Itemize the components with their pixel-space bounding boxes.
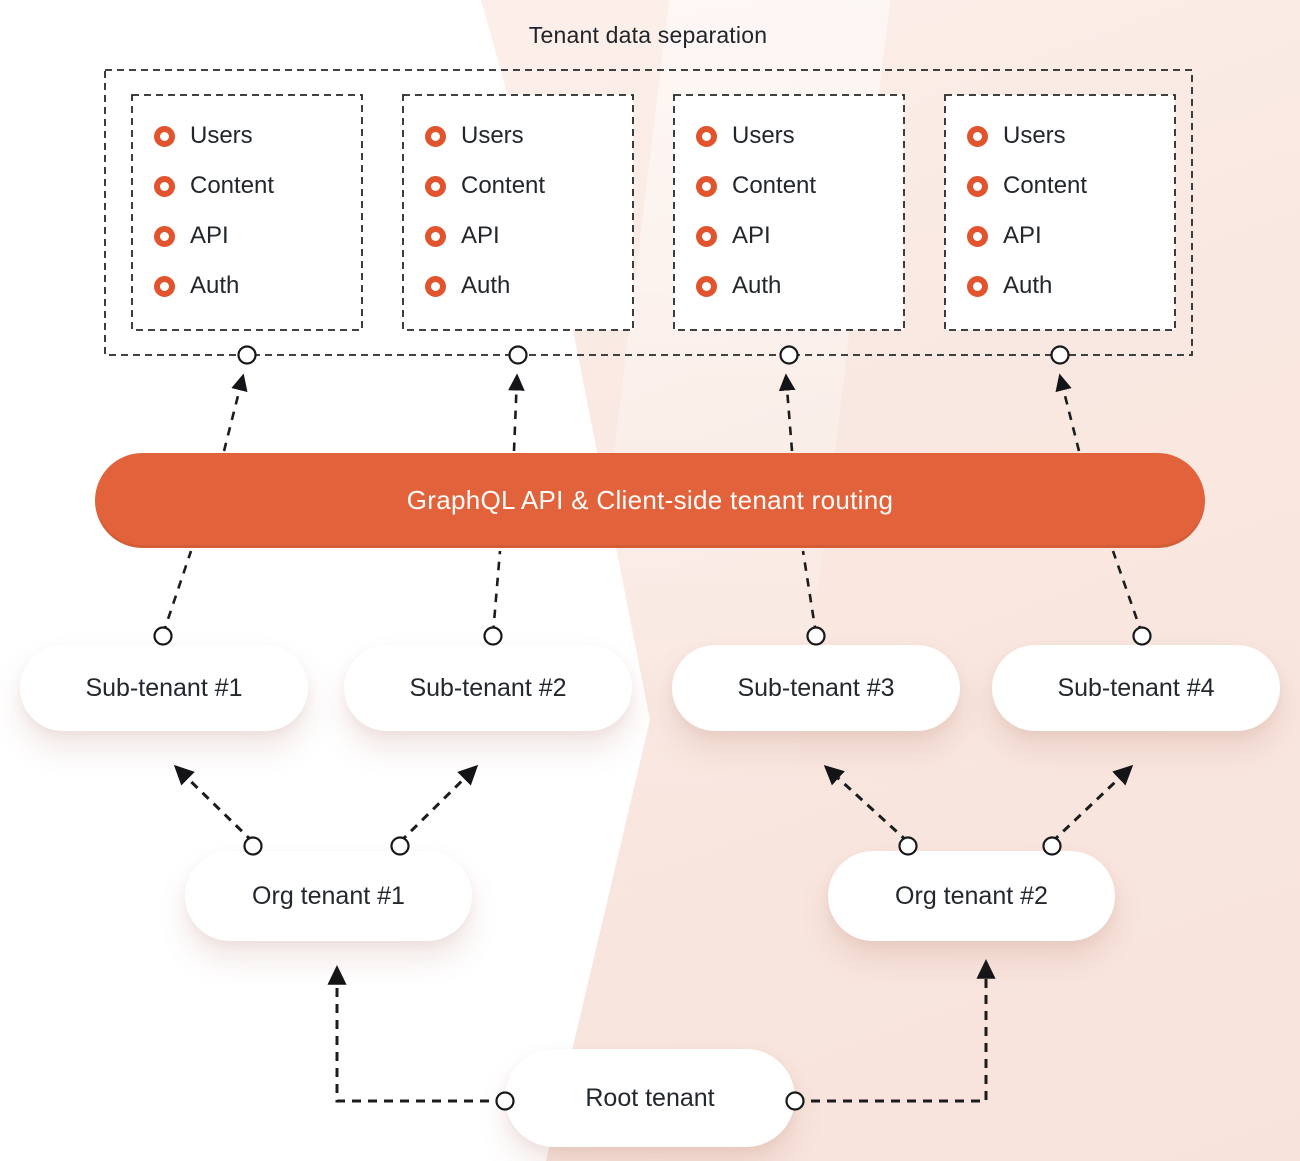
routing-bar: GraphQL API & Client-side tenant routing xyxy=(95,453,1205,548)
bullet-label: Content xyxy=(461,172,546,199)
bullet-icon xyxy=(425,125,446,147)
bullet-icon xyxy=(425,175,446,197)
bullet-label: API xyxy=(190,222,229,249)
root-to-org-arrows xyxy=(327,958,996,1103)
sub-tenant-pill-3: Sub-tenant #3 xyxy=(672,645,960,731)
arrow-org1-to-sub1 xyxy=(173,764,255,844)
list-item: API xyxy=(967,211,1167,261)
list-item: Content xyxy=(967,161,1167,211)
list-item: API xyxy=(696,211,896,261)
bullet-icon xyxy=(967,275,988,297)
list-item: Content xyxy=(696,161,896,211)
bullet-label: Users xyxy=(190,122,253,149)
bullet-icon xyxy=(425,275,446,297)
bullet-icon xyxy=(967,225,988,247)
list-item: Users xyxy=(425,111,625,161)
bullet-icon xyxy=(967,175,988,197)
org-tenant-pill-1: Org tenant #1 xyxy=(185,851,472,941)
sub-tenant-pill-2: Sub-tenant #2 xyxy=(344,645,632,731)
bullet-icon xyxy=(696,125,717,147)
arrow-bar-to-box-3 xyxy=(778,373,796,452)
bullet-icon xyxy=(696,225,717,247)
tenant-box-2-list: Users Content API Auth xyxy=(425,111,625,311)
tenant-data-container-box xyxy=(104,69,1193,356)
sub-tenant-pill-1: Sub-tenant #1 xyxy=(20,645,308,731)
list-item: Content xyxy=(154,161,354,211)
bullet-label: API xyxy=(461,222,500,249)
tenant-box-1-list: Users Content API Auth xyxy=(154,111,354,311)
line-sub1-to-bar xyxy=(161,550,193,635)
subtenant-to-bar-lines xyxy=(161,550,1144,635)
arrow-org2-to-sub4 xyxy=(1050,764,1134,844)
bullet-label: Content xyxy=(190,172,275,199)
bullet-label: Users xyxy=(1003,122,1066,149)
list-item: Auth xyxy=(696,261,896,311)
bullet-icon xyxy=(154,175,175,197)
diagram-title: Tenant data separation xyxy=(528,22,768,48)
bullet-icon xyxy=(154,125,175,147)
list-item: API xyxy=(154,211,354,261)
bullet-label: Auth xyxy=(461,272,511,299)
list-item: Users xyxy=(967,111,1167,161)
bullet-icon xyxy=(425,225,446,247)
list-item: Auth xyxy=(154,261,354,311)
list-item: Auth xyxy=(967,261,1167,311)
list-item: Content xyxy=(425,161,625,211)
bullet-label: Auth xyxy=(1003,272,1053,299)
arrow-root-to-org2 xyxy=(795,958,996,1103)
bullet-icon xyxy=(154,225,175,247)
org-to-subtenant-arrows xyxy=(173,764,1134,844)
list-item: Users xyxy=(696,111,896,161)
bar-to-boxes-arrows xyxy=(222,373,1081,452)
arrow-bar-to-box-1 xyxy=(222,373,248,452)
line-sub4-to-bar xyxy=(1111,550,1144,635)
bullet-label: Users xyxy=(732,122,795,149)
list-item: API xyxy=(425,211,625,261)
bullet-label: Content xyxy=(732,172,817,199)
arrow-bar-to-box-2 xyxy=(508,373,525,452)
tenant-box-4-list: Users Content API Auth xyxy=(967,111,1167,311)
bullet-icon xyxy=(154,275,175,297)
bullet-label: API xyxy=(1003,222,1042,249)
bullet-icon xyxy=(696,175,717,197)
bullet-label: Auth xyxy=(190,272,240,299)
list-item: Users xyxy=(154,111,354,161)
sub-tenant-pill-4: Sub-tenant #4 xyxy=(992,645,1280,731)
list-item: Auth xyxy=(425,261,625,311)
bullet-icon xyxy=(967,125,988,147)
line-sub2-to-bar xyxy=(491,550,502,635)
bullet-label: API xyxy=(732,222,771,249)
bullet-label: Content xyxy=(1003,172,1088,199)
arrow-bar-to-box-4 xyxy=(1055,373,1081,452)
bullet-icon xyxy=(696,275,717,297)
arrow-org1-to-sub2 xyxy=(398,764,479,844)
tenant-box-3-list: Users Content API Auth xyxy=(696,111,896,311)
line-sub3-to-bar xyxy=(801,550,818,635)
arrow-org2-to-sub3 xyxy=(823,764,910,844)
bullet-label: Users xyxy=(461,122,524,149)
root-tenant-pill: Root tenant xyxy=(505,1049,795,1147)
arrow-root-to-org1 xyxy=(327,964,505,1103)
org-tenant-pill-2: Org tenant #2 xyxy=(828,851,1115,941)
bullet-label: Auth xyxy=(732,272,782,299)
routing-bar-label: GraphQL API & Client-side tenant routing xyxy=(406,485,894,515)
